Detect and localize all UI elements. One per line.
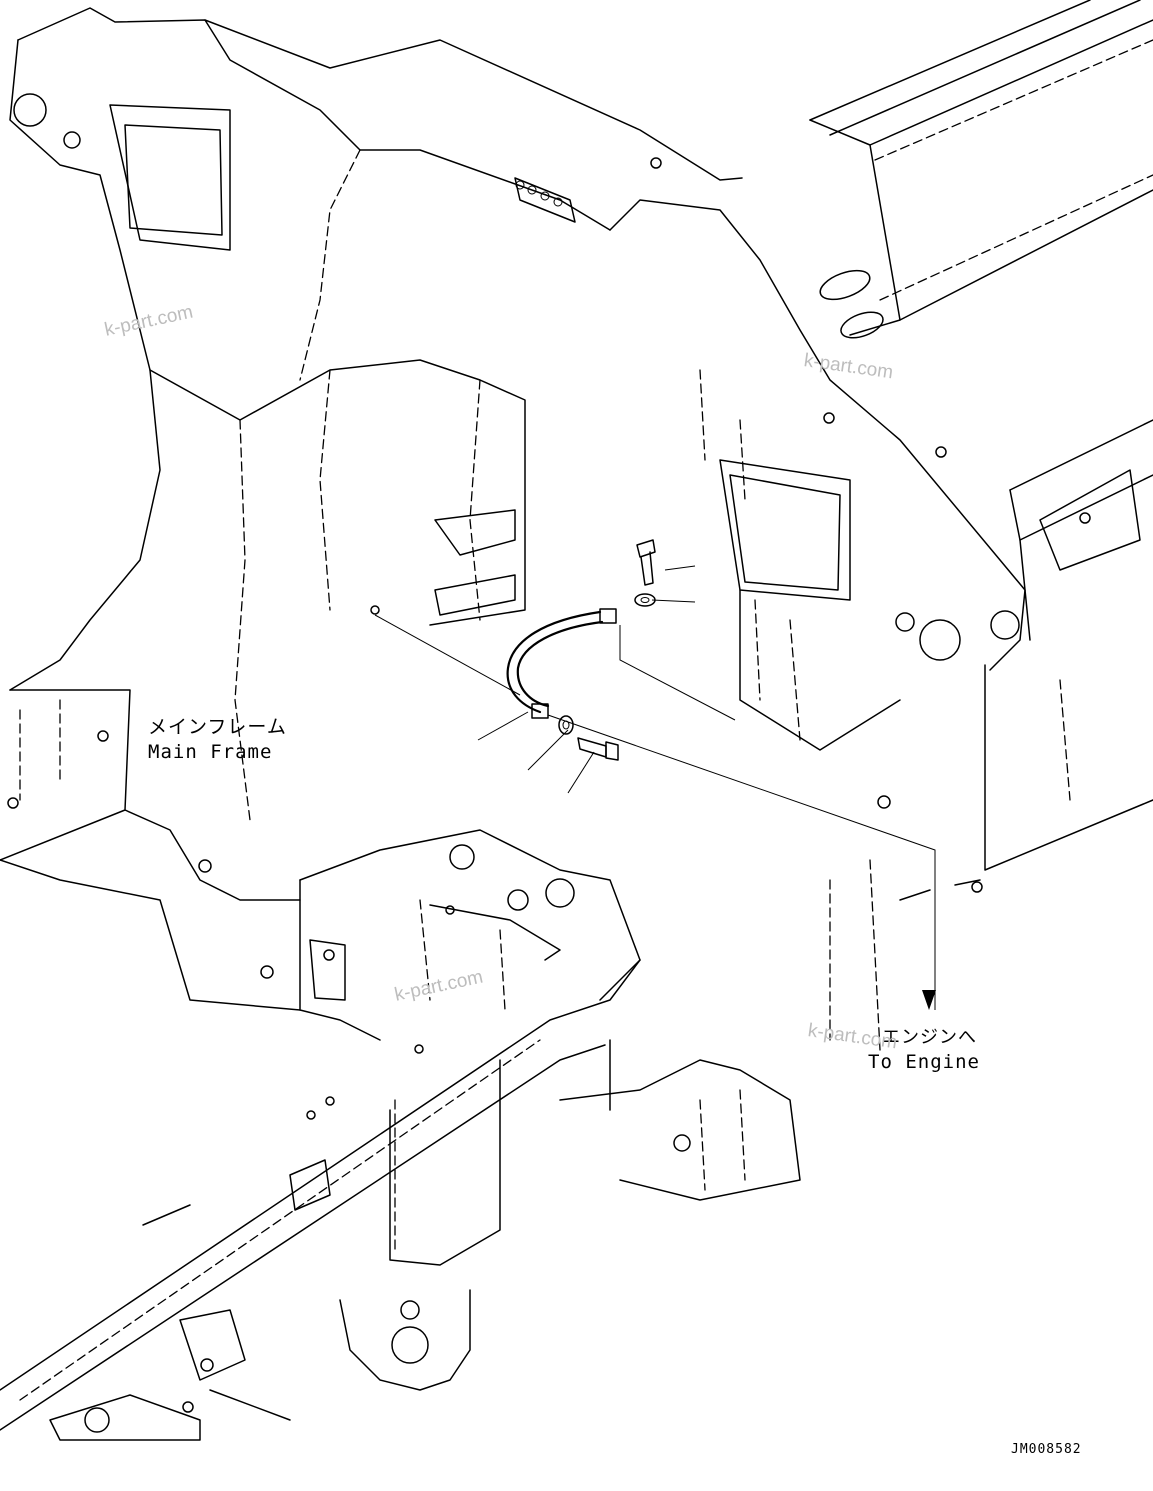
bolt-lower [577,737,619,761]
bolt-upper [636,539,656,586]
hose-part [506,608,617,719]
drawing-number: JM008582 [1011,1442,1082,1457]
main-frame-outline [0,0,1153,1441]
to-engine-arrow [922,990,936,1010]
main-frame-label-jp: メインフレーム [148,716,287,738]
main-frame-label-en: Main Frame [148,741,273,763]
to-engine-label-en: To Engine [868,1051,980,1073]
to-engine-label-jp: エンジンへ [882,1027,977,1048]
leader-lines [374,565,936,1010]
washer-lower [558,715,574,735]
washer-upper [634,593,656,607]
